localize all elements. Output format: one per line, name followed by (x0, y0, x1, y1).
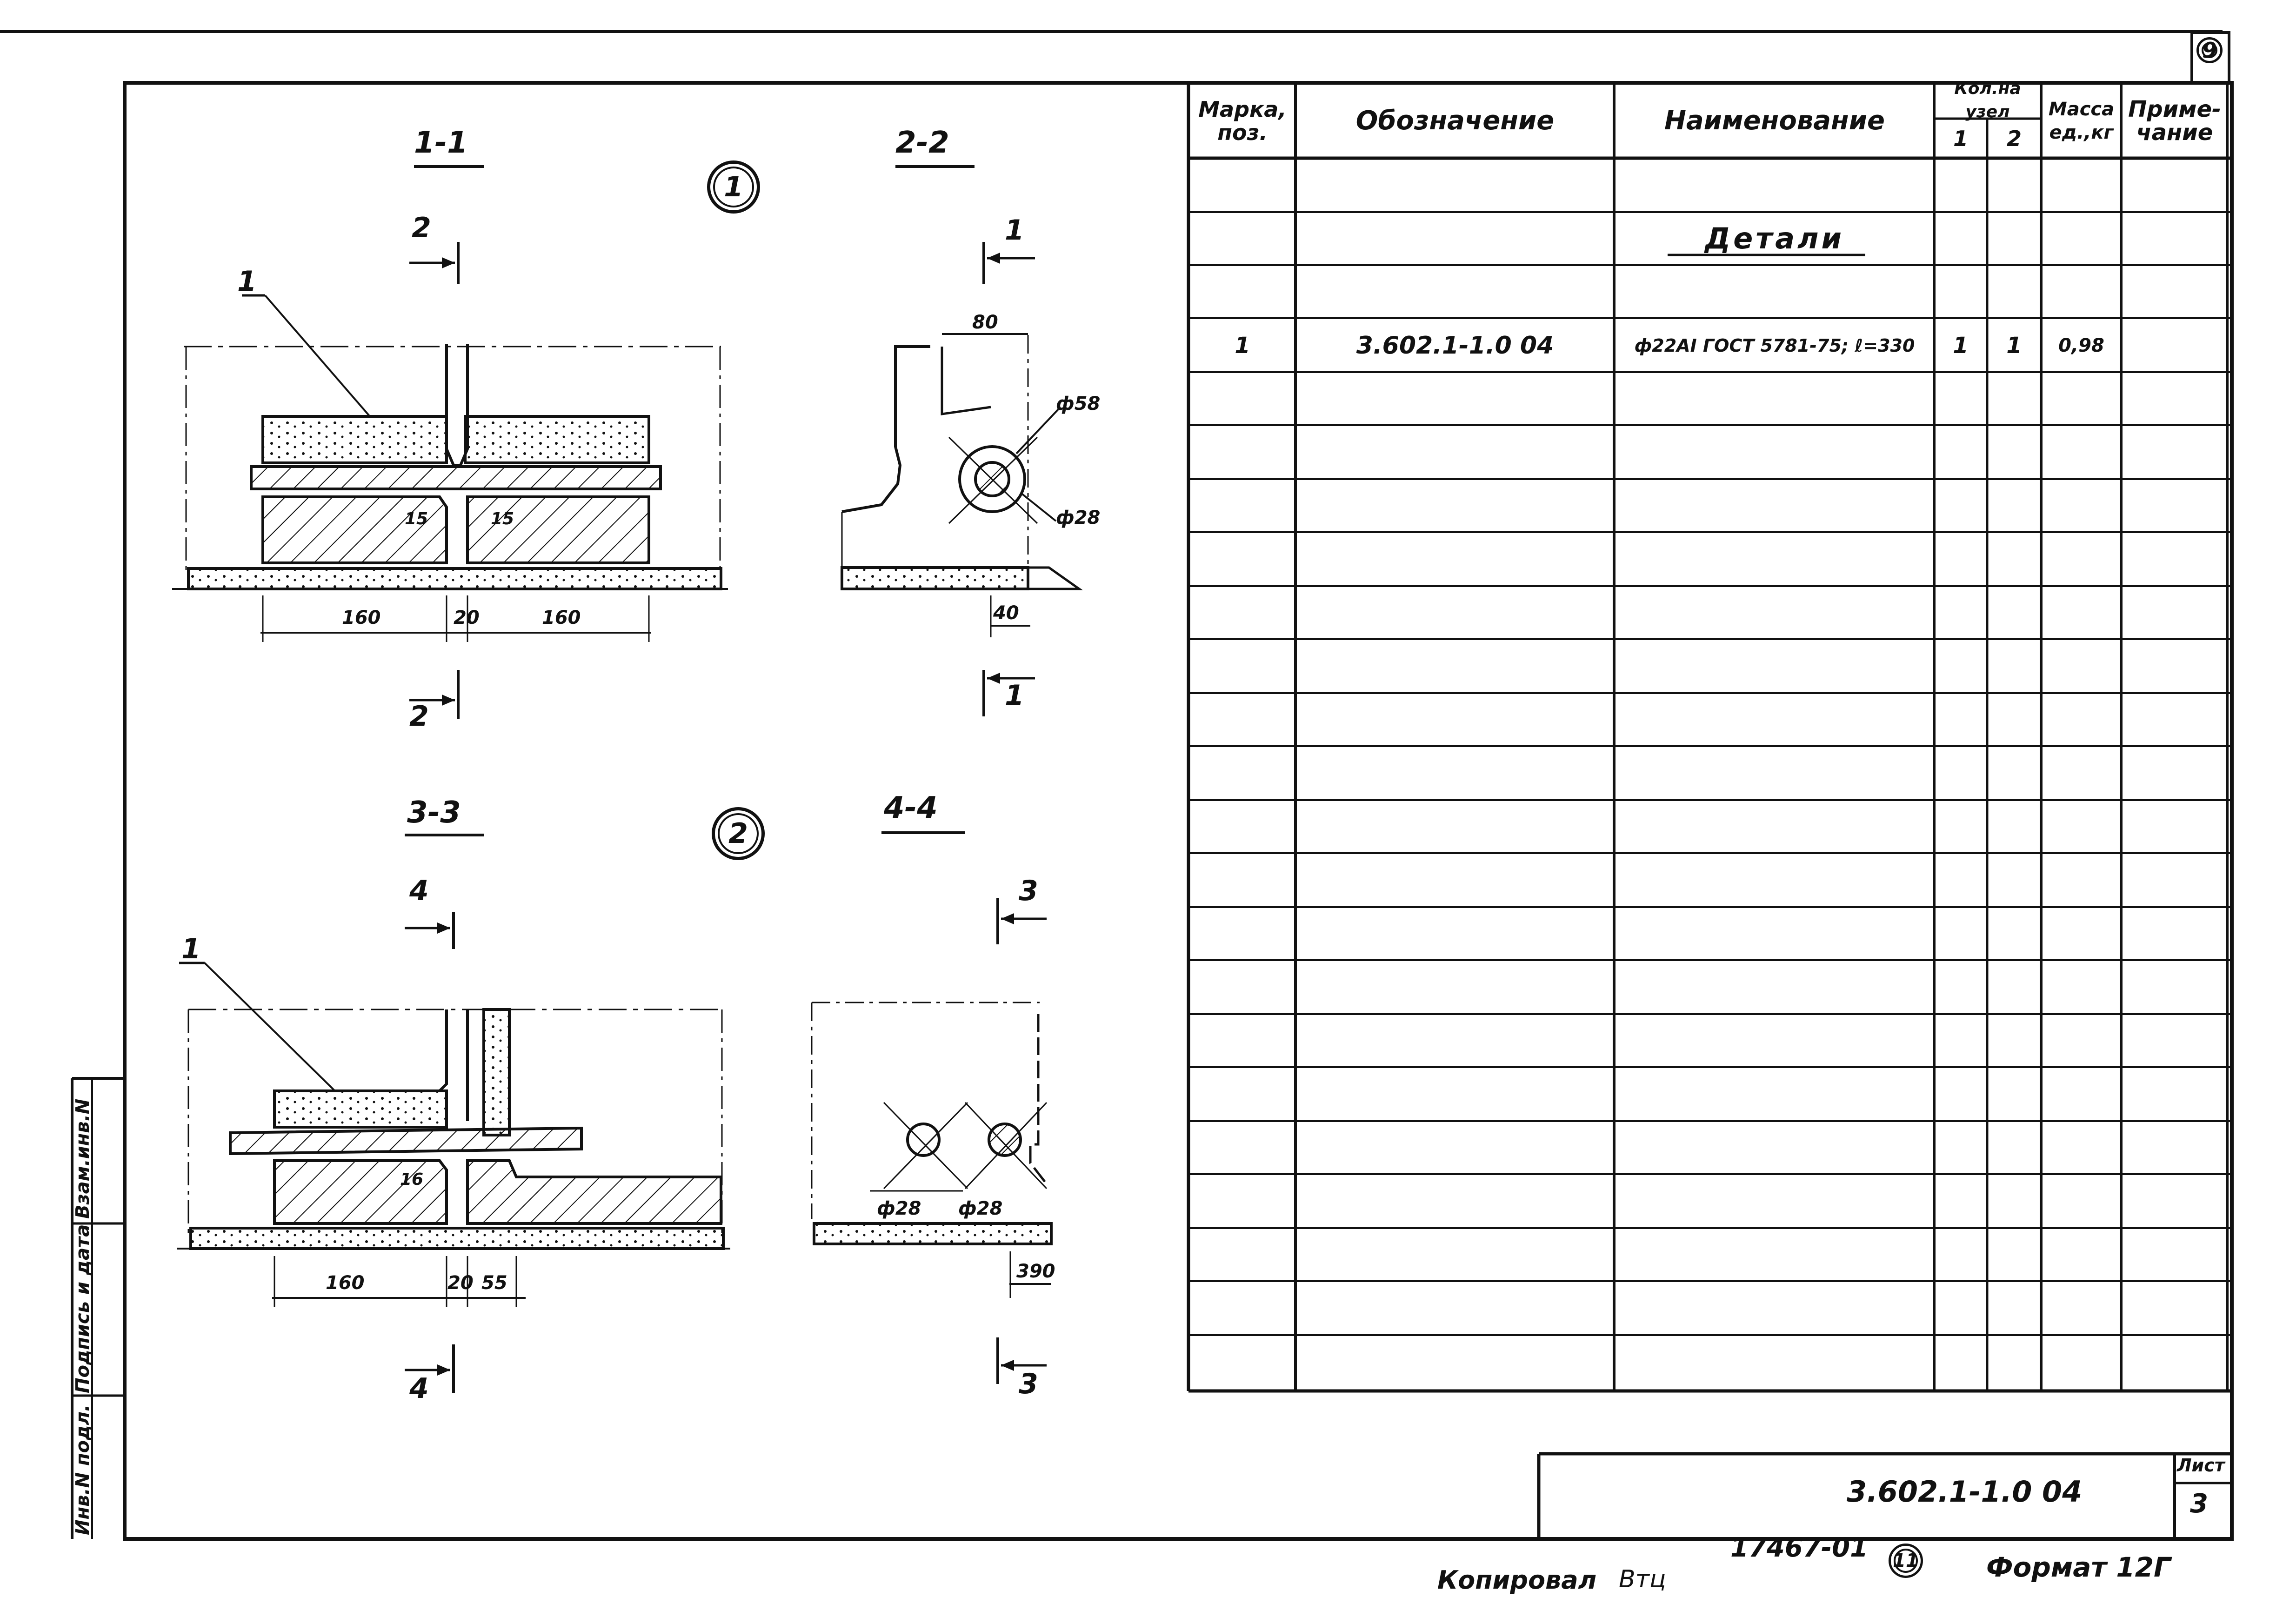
circled-number: 11 (1893, 1550, 1919, 1571)
header-note: Приме- чание (2128, 96, 2221, 146)
cut-mark-label: 2 (412, 212, 431, 244)
row-qty-2: 1 (2006, 333, 2022, 359)
table-group-title: Детали (1705, 221, 1844, 255)
section-4-4-drawing (811, 831, 1053, 1384)
copied-by-label: Копировал (1437, 1565, 1597, 1595)
stamp-replacement-inv: Взам.инв.N (72, 1098, 93, 1219)
sheet-number: 9 (2202, 38, 2217, 63)
circled-number-badge: 11 (1889, 1544, 1923, 1578)
dim-phi28: ф28 (877, 1198, 921, 1219)
copier-signature: Втц (1619, 1565, 1666, 1593)
dim-80: 80 (972, 312, 998, 333)
header-qty-1: 1 (1953, 126, 1968, 151)
dim-160: 160 (342, 607, 381, 628)
sheet-value: 3 (2190, 1489, 2208, 1519)
section-title-2-2: 2-2 (895, 126, 949, 160)
row-note (2123, 320, 2226, 371)
node-2-label: 2 (728, 817, 748, 850)
dim-15: 15 (405, 509, 428, 528)
order-number: 17467-01 (1730, 1533, 1868, 1563)
dim-phi28: ф28 (958, 1198, 1003, 1219)
dim-55: 55 (481, 1272, 507, 1294)
row-mass: 0,98 (2058, 335, 2104, 356)
spec-table-grid (1187, 83, 2232, 1393)
dim-15: 15 (491, 509, 514, 528)
dim-16: 16 (400, 1170, 424, 1189)
dim-390: 390 (1016, 1261, 1055, 1282)
header-qty-2: 2 (2006, 126, 2022, 151)
position-label: 1 (181, 933, 201, 965)
cut-mark-label: 4 (409, 875, 429, 907)
cut-mark-label: 3 (1019, 875, 1038, 907)
dim-20: 20 (454, 607, 480, 628)
dim-40: 40 (993, 602, 1019, 624)
header-name: Наименование (1664, 106, 1885, 136)
dim-160: 160 (542, 607, 581, 628)
section-2-2-drawing (841, 165, 1083, 716)
header-designation: Обозначение (1355, 106, 1555, 136)
cut-mark-label: 1 (1005, 679, 1024, 712)
position-label: 1 (237, 265, 257, 298)
cut-mark-label: 4 (409, 1372, 429, 1405)
dim-20: 20 (447, 1272, 474, 1294)
dim-160: 160 (326, 1272, 365, 1294)
stamp-signature-date: Подпись и дата (72, 1224, 93, 1393)
header-mark: Марка, поз. (1198, 97, 1287, 145)
header-qty: Кол.на узел (1954, 79, 2021, 121)
cut-mark-label: 3 (1019, 1368, 1038, 1400)
document-code: 3.602.1-1.0 04 (1847, 1475, 2083, 1509)
dim-phi28: ф28 (1056, 507, 1101, 528)
section-3-3-drawing (177, 834, 730, 1393)
row-designation: 3.602.1-1.0 04 (1356, 332, 1554, 360)
row-mark: 1 (1235, 333, 1250, 359)
section-title-4-4: 4-4 (884, 791, 938, 825)
cut-mark-label: 2 (409, 700, 429, 733)
header-mass: Масса ед.,кг (2048, 99, 2115, 143)
row-name: ф22AI ГОСТ 5781-75; ℓ=330 (1634, 335, 1915, 356)
node-2-marker: 2 (712, 807, 765, 860)
section-title-1-1: 1-1 (414, 126, 468, 160)
node-1-marker: 1 (707, 160, 760, 214)
section-title-3-3: 3-3 (407, 795, 461, 830)
stamp-inv-number: Инв.N подл. (72, 1404, 93, 1535)
section-1-1-drawing (172, 165, 728, 719)
node-1-label: 1 (724, 171, 743, 203)
cut-mark-label: 1 (1005, 214, 1024, 247)
dim-phi58: ф58 (1056, 393, 1101, 414)
row-qty-1: 1 (1953, 333, 1969, 359)
sheet-number-badge: 9 (2196, 37, 2223, 63)
sheet-label: Лист (2177, 1455, 2225, 1476)
format-label: Формат 12Г (1986, 1551, 2171, 1583)
